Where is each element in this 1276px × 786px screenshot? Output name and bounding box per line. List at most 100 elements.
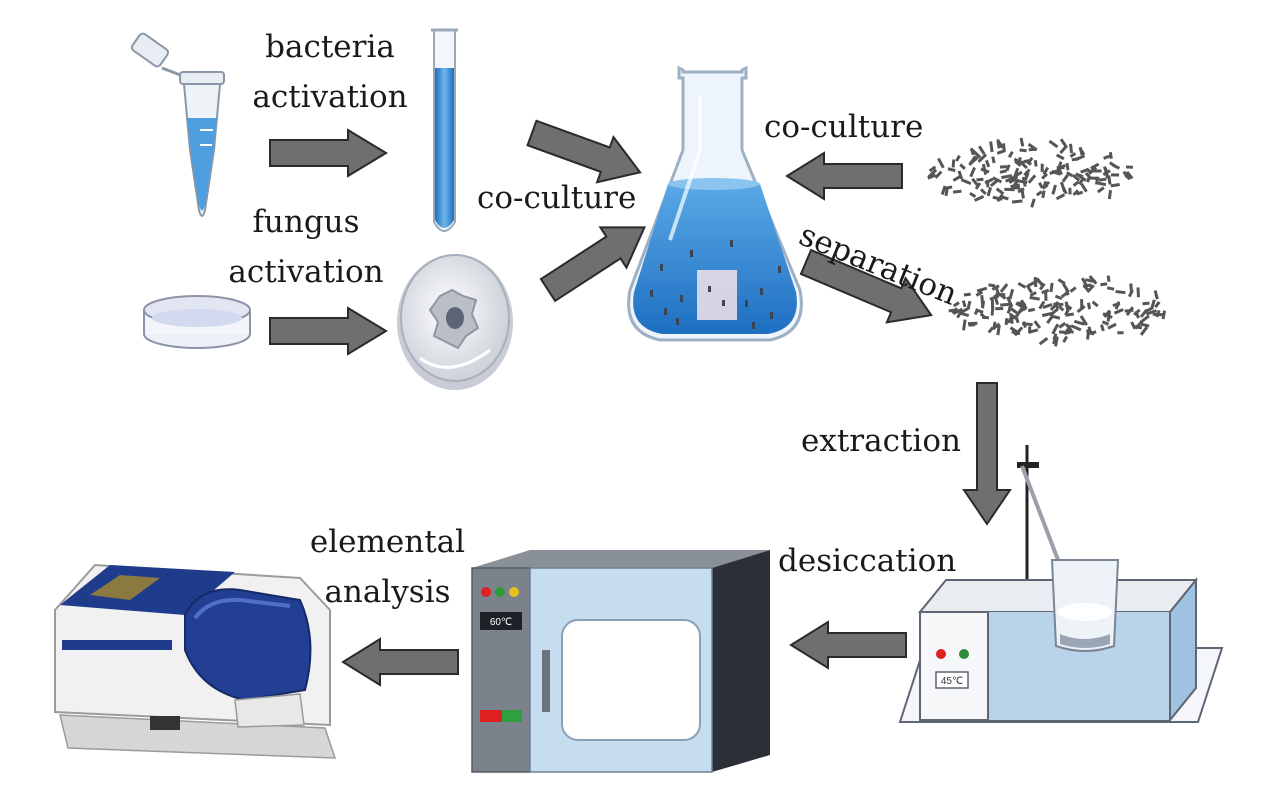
label-desiccation: desiccation xyxy=(778,543,957,579)
particle xyxy=(985,159,991,168)
particle xyxy=(1048,139,1059,149)
particle xyxy=(1023,168,1031,177)
particle xyxy=(975,290,984,297)
particle xyxy=(1080,183,1088,193)
particle xyxy=(991,156,996,164)
particle xyxy=(1027,279,1038,288)
particle xyxy=(1059,181,1066,193)
arrow-particles-to-flask xyxy=(785,151,903,201)
particle xyxy=(951,159,956,168)
particle xyxy=(968,323,976,327)
particle xyxy=(1059,138,1069,149)
particle xyxy=(1021,176,1027,187)
particle xyxy=(989,141,994,153)
particle xyxy=(1024,172,1030,181)
particle xyxy=(1134,310,1140,319)
particle xyxy=(927,173,937,180)
particle xyxy=(1142,301,1150,306)
arrow-dish-to-flask xyxy=(539,226,646,303)
particle xyxy=(978,145,986,155)
particle xyxy=(927,168,938,179)
particle xyxy=(1060,291,1068,298)
particle xyxy=(1064,287,1070,296)
arrow-desiccation xyxy=(789,620,907,670)
particle xyxy=(991,299,994,309)
particle xyxy=(1088,176,1100,180)
particle xyxy=(1096,186,1105,194)
particle xyxy=(1044,291,1048,301)
particle xyxy=(966,300,972,310)
particle xyxy=(945,185,953,190)
particle xyxy=(1150,299,1156,309)
particle xyxy=(1040,163,1044,172)
particle xyxy=(937,157,945,169)
arrow-fungus-activation xyxy=(269,306,388,356)
particle xyxy=(999,169,1008,174)
particle xyxy=(1077,178,1084,185)
particle xyxy=(986,187,993,197)
particle xyxy=(1106,286,1115,291)
arrow-separation xyxy=(799,248,933,324)
particle xyxy=(1041,311,1054,318)
particle xyxy=(1004,318,1009,326)
particle xyxy=(981,315,989,320)
label-bacteria: bacteria xyxy=(265,29,395,65)
particle xyxy=(1059,145,1068,155)
particle xyxy=(1100,282,1108,287)
particle xyxy=(1022,321,1027,328)
particle xyxy=(976,177,984,182)
particle xyxy=(971,148,982,159)
particle xyxy=(1058,321,1067,329)
particle xyxy=(1139,314,1150,324)
biomass-particles-bottom xyxy=(948,275,1167,347)
particle xyxy=(996,324,1001,336)
particle xyxy=(996,291,1007,300)
particle xyxy=(1013,167,1020,178)
particle xyxy=(981,163,988,175)
particle xyxy=(1015,307,1024,318)
particle xyxy=(1033,159,1038,167)
particle xyxy=(1085,329,1095,336)
particle xyxy=(1020,299,1027,307)
particle xyxy=(1161,310,1167,320)
particle xyxy=(1065,162,1070,171)
particle xyxy=(963,292,971,297)
label-co-culture-right: co-culture xyxy=(764,109,924,145)
particle xyxy=(1011,179,1019,188)
particle xyxy=(1051,314,1061,320)
particle xyxy=(1079,315,1088,326)
particle xyxy=(1009,314,1014,324)
label-fungus: fungus xyxy=(252,204,360,240)
particle xyxy=(996,149,1006,155)
particle xyxy=(1114,301,1121,310)
particle xyxy=(979,188,987,196)
particle xyxy=(971,177,979,186)
particle xyxy=(1098,177,1107,182)
particle xyxy=(1019,137,1025,147)
particle xyxy=(961,300,967,308)
particle xyxy=(1061,174,1069,183)
label-bacteria-activation: activation xyxy=(252,79,408,115)
particle xyxy=(999,165,1007,169)
particle xyxy=(1085,278,1096,284)
particle xyxy=(1069,152,1077,158)
particle xyxy=(1057,278,1066,286)
particle xyxy=(1035,190,1043,197)
arrow-tube-to-flask xyxy=(526,119,642,184)
particle xyxy=(1086,332,1090,340)
particle xyxy=(1110,183,1120,188)
particle xyxy=(1042,180,1048,189)
particle xyxy=(1000,302,1011,307)
particle xyxy=(977,153,988,163)
particle xyxy=(1055,193,1066,201)
particle xyxy=(1125,306,1135,317)
particle xyxy=(1039,282,1046,291)
particle xyxy=(1113,308,1124,315)
particle xyxy=(1111,173,1120,177)
label-elemental-analysis: analysis xyxy=(324,574,451,610)
particle xyxy=(1123,171,1131,181)
particle xyxy=(969,167,976,178)
particle xyxy=(1041,172,1048,180)
particle xyxy=(1100,324,1105,332)
particle xyxy=(1072,180,1080,187)
